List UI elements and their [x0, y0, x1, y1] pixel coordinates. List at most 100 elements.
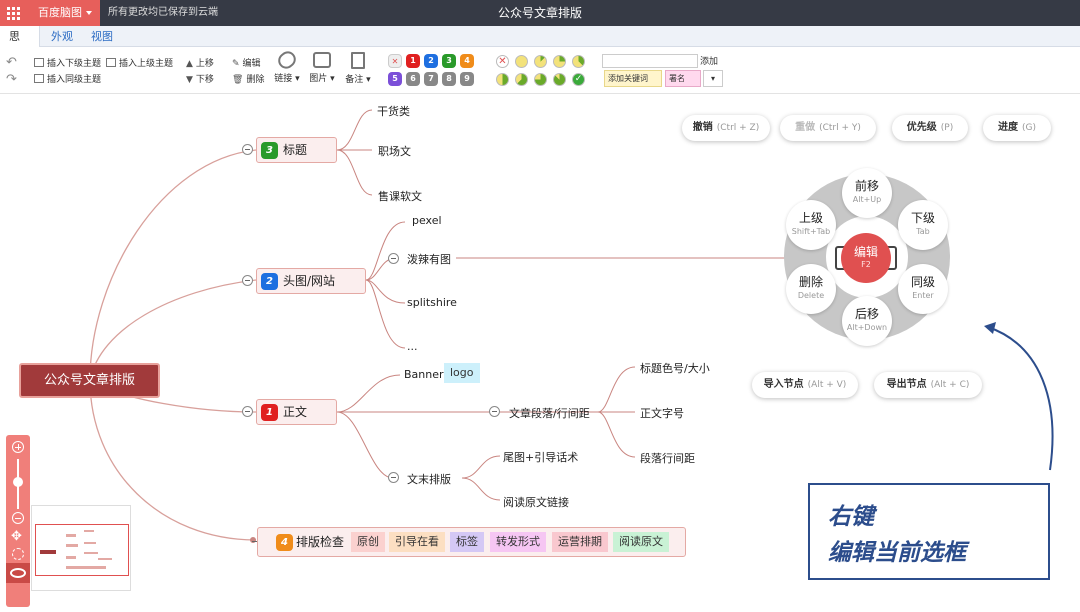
node-pexel[interactable]: pexel: [412, 214, 442, 227]
priority-2-badge[interactable]: 2: [424, 54, 438, 68]
tab-appearance[interactable]: 外观: [51, 30, 73, 43]
export-node-button[interactable]: 导出节点(Alt + C): [874, 372, 982, 398]
progress-2-icon[interactable]: [553, 55, 566, 68]
node-ending[interactable]: 文末排版: [407, 473, 451, 486]
priority-8-badge[interactable]: 8: [442, 72, 456, 86]
tag-original[interactable]: 原创: [351, 532, 385, 552]
zoom-out-icon[interactable]: [12, 512, 24, 524]
tag-guide[interactable]: 引导在看: [389, 532, 445, 552]
collapse-toggle[interactable]: [388, 472, 399, 483]
keyword-dropdown[interactable]: ▾: [703, 70, 723, 87]
root-topic[interactable]: 公众号文章排版: [19, 363, 160, 398]
node-line-height[interactable]: 段落行间距: [640, 452, 695, 465]
node-gan-huo[interactable]: 干货类: [377, 105, 410, 118]
progress-6-icon[interactable]: [534, 73, 547, 86]
topic-header-image[interactable]: 2 头图/网站: [256, 268, 366, 294]
node-shou-ke[interactable]: 售课软文: [378, 190, 422, 203]
node-body-font[interactable]: 正文字号: [640, 407, 684, 420]
node-banner[interactable]: Banner: [404, 368, 444, 381]
move-icon[interactable]: ✥: [11, 529, 22, 544]
minimap-viewport[interactable]: [35, 524, 129, 576]
keyword-tag-signature[interactable]: 署名: [665, 70, 701, 87]
node-read-original[interactable]: 阅读原文链接: [503, 496, 569, 509]
redo-icon[interactable]: ↷: [6, 72, 17, 87]
priority-5-badge[interactable]: 5: [388, 72, 402, 86]
tab-view[interactable]: 视图: [91, 30, 113, 43]
import-node-button[interactable]: 导入节点(Alt + V): [752, 372, 858, 398]
priority-9-badge[interactable]: 9: [460, 72, 474, 86]
progress-7-icon[interactable]: [553, 73, 566, 86]
node-splitshire[interactable]: splitshire: [407, 296, 457, 309]
title-bar: 百度脑图 所有更改均已保存到云端 公众号文章排版: [0, 0, 1080, 26]
progress-5-icon[interactable]: [515, 73, 528, 86]
node-more[interactable]: ...: [407, 340, 418, 353]
node-zhi-chang[interactable]: 职场文: [378, 145, 411, 158]
locate-icon[interactable]: [12, 548, 24, 560]
progress-done-icon[interactable]: ✓: [572, 73, 585, 86]
node-title-color[interactable]: 标题色号/大小: [640, 362, 710, 375]
tag-logo[interactable]: logo: [444, 363, 480, 383]
topic-body[interactable]: 1 正文: [256, 399, 337, 425]
brand-menu[interactable]: 百度脑图: [28, 0, 100, 26]
tag-schedule[interactable]: 运营排期: [552, 532, 608, 552]
link-button[interactable]: 链接 ▾: [272, 48, 302, 84]
edit-button[interactable]: ✎编辑: [232, 59, 261, 69]
insert-parent-button[interactable]: 插入上级主题: [106, 56, 173, 69]
tag-read-more[interactable]: 阅读原文: [613, 532, 669, 552]
minimap[interactable]: [31, 505, 131, 591]
progress-0-icon[interactable]: [515, 55, 528, 68]
insert-child-button[interactable]: 插入下级主题: [34, 56, 101, 69]
progress-3-icon[interactable]: [572, 55, 585, 68]
priority-clear-icon[interactable]: ✕: [388, 54, 402, 68]
priority-3-badge[interactable]: 3: [442, 54, 456, 68]
collapse-toggle[interactable]: [388, 253, 399, 264]
node-po-la[interactable]: 泼辣有图: [407, 253, 451, 266]
arrow-down-icon: ▼: [186, 75, 193, 85]
image-button[interactable]: 图片 ▾: [307, 52, 337, 84]
collapse-toggle[interactable]: [242, 144, 253, 155]
tag-label[interactable]: 标签: [450, 532, 484, 552]
priority-4-badge[interactable]: 4: [460, 54, 474, 68]
expand-dot[interactable]: [250, 537, 257, 543]
node-end-image[interactable]: 尾图+引导话术: [503, 451, 579, 464]
zoom-in-icon[interactable]: [12, 441, 24, 453]
eye-toggle[interactable]: [6, 563, 30, 583]
image-icon: [313, 52, 331, 68]
insert-sibling-button[interactable]: 插入同级主题: [34, 72, 101, 85]
topic-title[interactable]: 3 标题: [256, 137, 337, 163]
undo-icon[interactable]: ↶: [6, 55, 17, 70]
progress-4-icon[interactable]: [496, 73, 509, 86]
note-button[interactable]: 备注 ▾: [343, 52, 373, 85]
keyword-input[interactable]: [602, 54, 698, 68]
tab-idea[interactable]: 思路: [0, 26, 40, 64]
app-grid-icon[interactable]: [0, 0, 28, 26]
chevron-down-icon: [86, 11, 92, 18]
collapse-toggle[interactable]: [242, 275, 253, 286]
keyword-add-button[interactable]: 添加: [700, 57, 719, 67]
collapse-toggle[interactable]: [242, 406, 253, 417]
keyword-tag-add[interactable]: 添加关键词: [604, 70, 662, 87]
undo-button[interactable]: 撤销(Ctrl + Z): [682, 115, 770, 141]
collapse-toggle[interactable]: [489, 406, 500, 417]
priority-7-badge[interactable]: 7: [424, 72, 438, 86]
progress-button[interactable]: 进度(G): [983, 115, 1051, 141]
priority-6-badge[interactable]: 6: [406, 72, 420, 86]
zoom-slider-handle[interactable]: [13, 477, 23, 487]
move-up-button[interactable]: ▲上移: [186, 59, 214, 69]
priority-button[interactable]: 优先级(P): [892, 115, 968, 141]
progress-1-icon[interactable]: [534, 55, 547, 68]
node-paragraph-spacing[interactable]: 文章段落/行间距: [509, 407, 590, 420]
delete-button[interactable]: 🗑删除: [232, 75, 265, 85]
move-down-button[interactable]: ▼下移: [186, 75, 214, 85]
priority-1-badge[interactable]: 1: [406, 54, 420, 68]
redo-button[interactable]: 重做(Ctrl + Y): [780, 115, 876, 141]
tag-share[interactable]: 转发形式: [490, 532, 546, 552]
progress-clear-icon[interactable]: ✕: [496, 55, 509, 68]
